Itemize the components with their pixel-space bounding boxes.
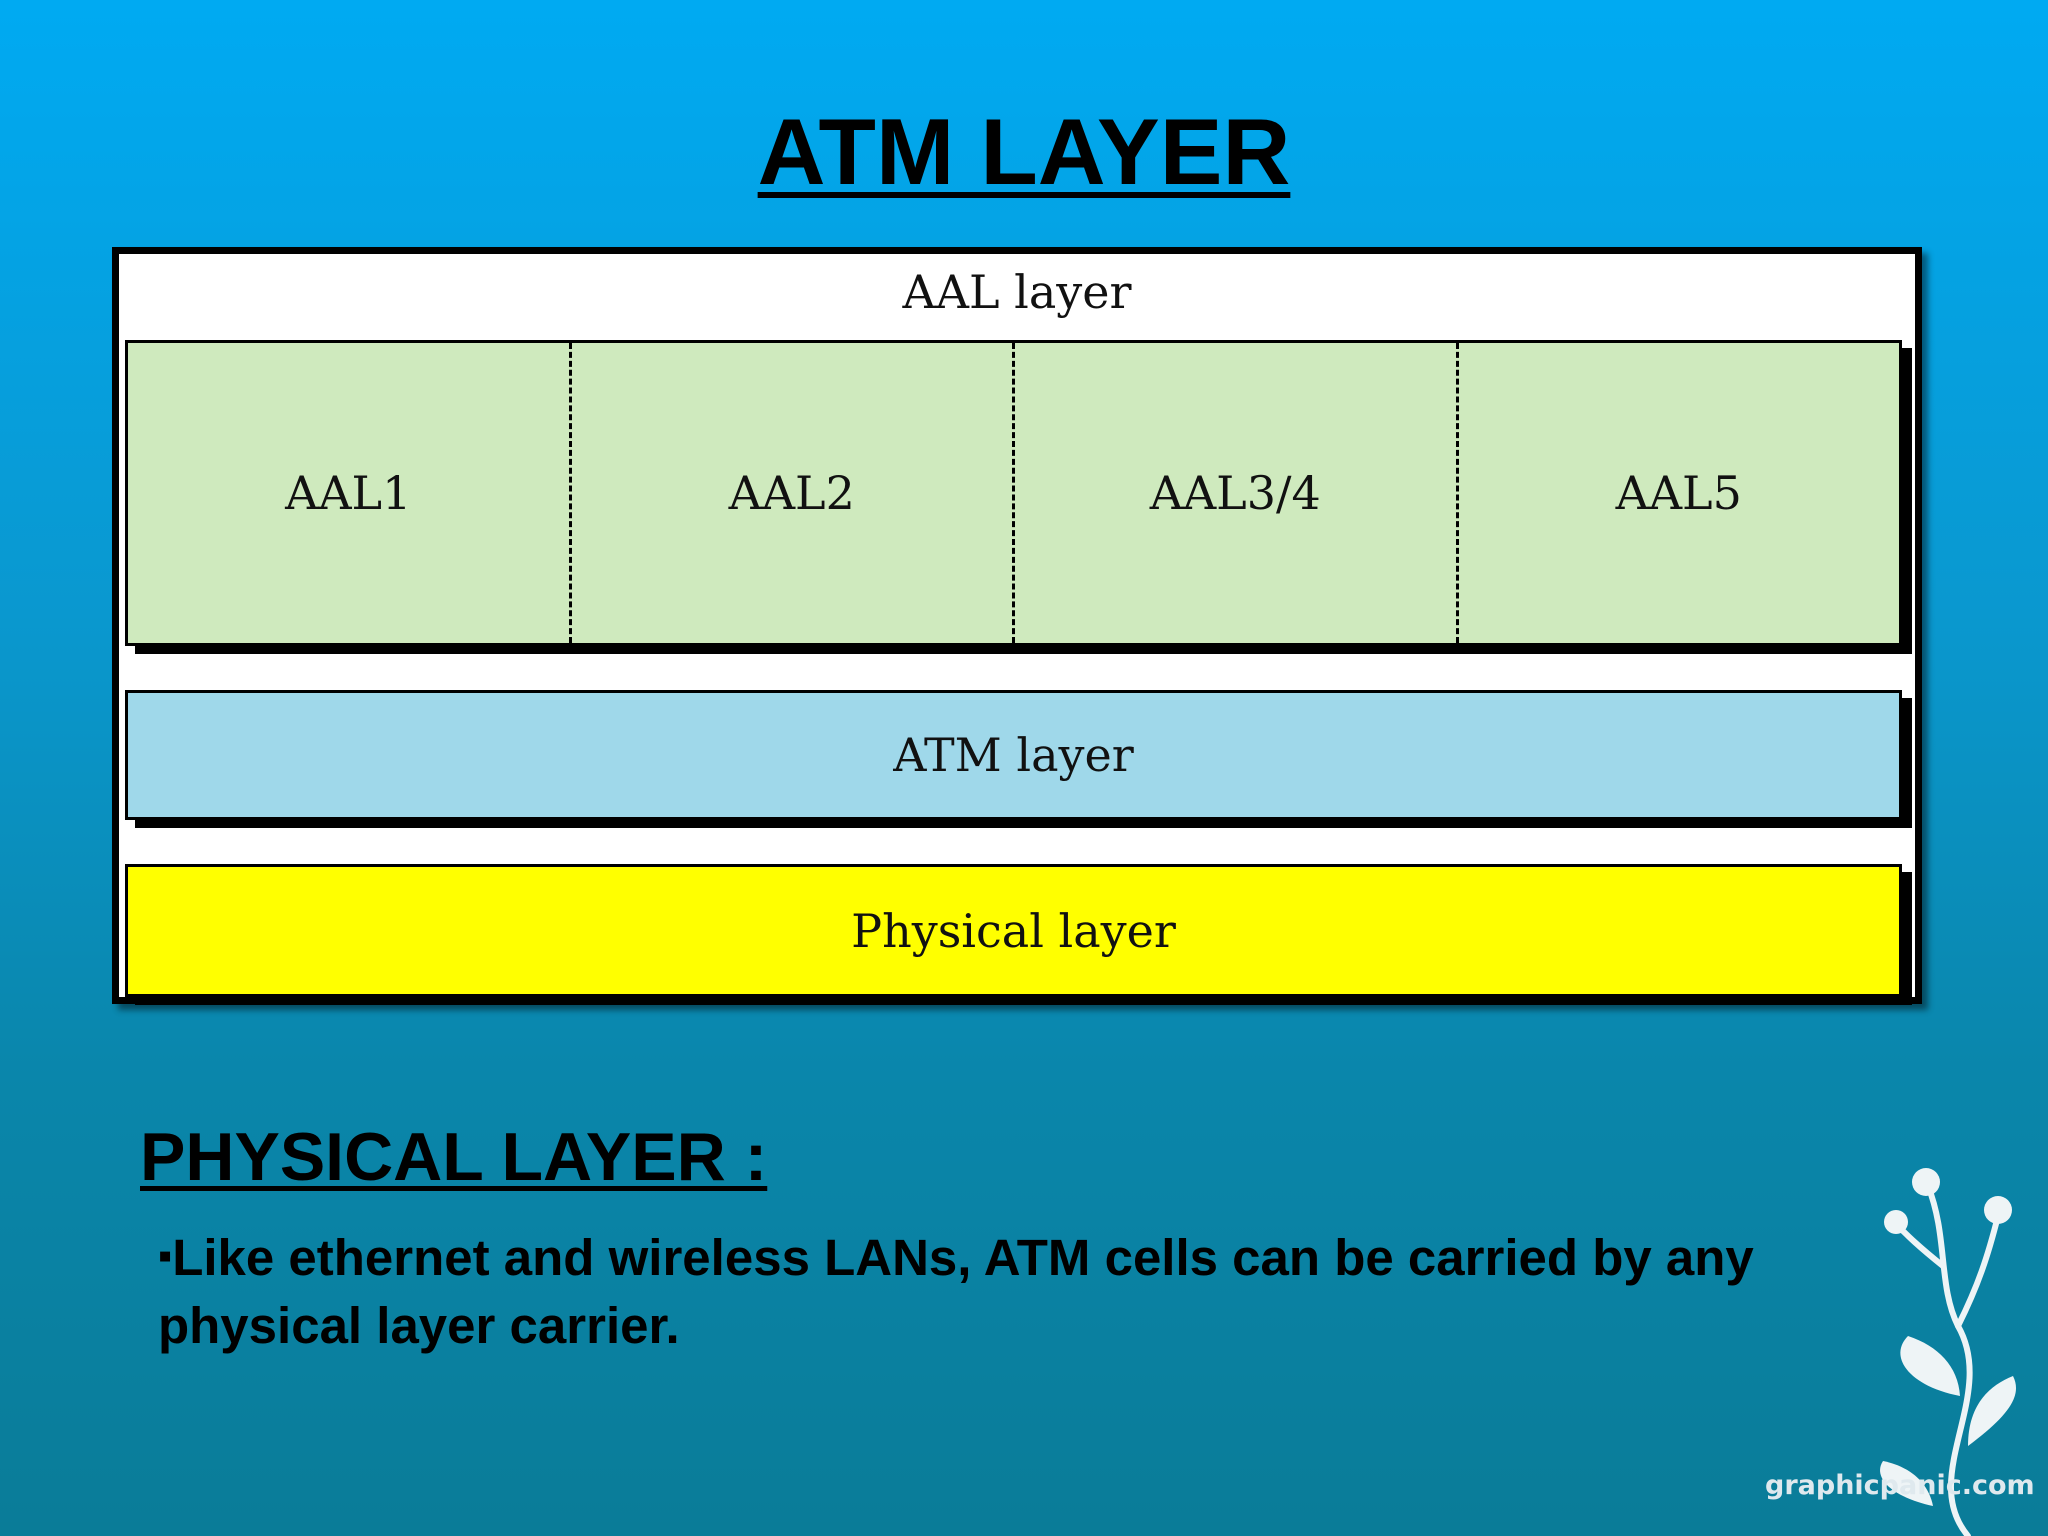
section-heading: PHYSICAL LAYER : [140,1119,768,1195]
aal-types-row: AAL1 AAL2 AAL3/4 AAL5 [125,340,1902,646]
aal-layer-label: AAL layer [902,265,1132,319]
aal-type-cell: AAL3/4 [1012,343,1456,643]
aal-type-cell: AAL1 [285,466,412,520]
bullet-text: Like ethernet and wireless LANs, ATM cel… [158,1229,1754,1354]
bullet-marker: ▪ [158,1234,173,1278]
atm-layer-diagram: AAL layer AAL1 AAL2 AAL3/4 AAL5 ATM laye… [112,247,1922,1004]
bullet-point: ▪Like ethernet and wireless LANs, ATM ce… [158,1222,1858,1360]
atm-layer-box: ATM layer [125,690,1902,820]
floral-branch-icon [1880,1168,2016,1536]
slide-title: ATM LAYER [757,99,1291,204]
aal-type-cell: AAL2 [568,343,1013,643]
watermark: graphicpanic.com [1765,1470,2035,1501]
aal-type-cell: AAL5 [1455,343,1900,643]
physical-layer-box: Physical layer [125,864,1902,997]
